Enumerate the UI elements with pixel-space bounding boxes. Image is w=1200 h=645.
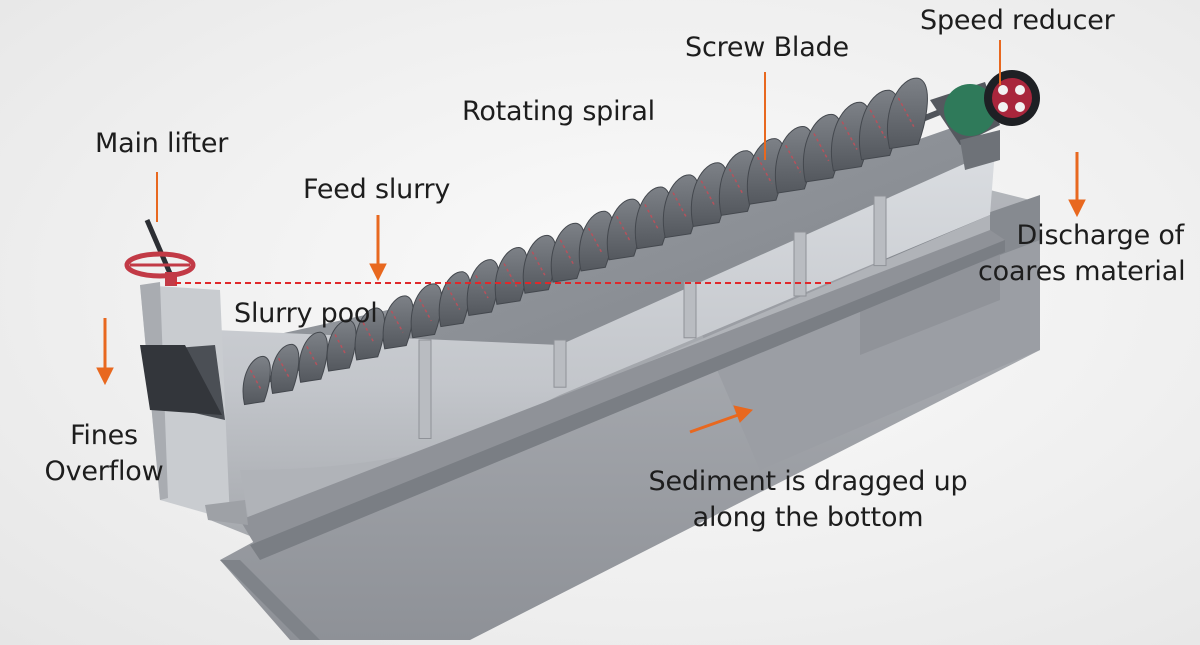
slurry-pool-label: Slurry pool bbox=[234, 298, 378, 329]
blade-edge-detail bbox=[728, 168, 745, 196]
rotating-spiral-label: Rotating spiral bbox=[462, 96, 655, 127]
blade-edge-detail bbox=[278, 357, 291, 379]
blade-edge-detail bbox=[334, 334, 347, 356]
blade-edge-detail bbox=[672, 192, 688, 219]
blade-edge-detail bbox=[644, 204, 660, 230]
sediment-arrow bbox=[689, 405, 753, 434]
flow-arrows bbox=[96, 152, 1086, 434]
blade-edge-detail bbox=[418, 298, 432, 322]
trough-rib bbox=[793, 231, 807, 297]
blade-edge-detail bbox=[587, 227, 603, 253]
discharge-label: Discharge of coares material bbox=[978, 220, 1186, 287]
feed-slurry-label: Feed slurry bbox=[303, 174, 451, 205]
blade-edge-detail bbox=[531, 251, 546, 276]
screw-blade-label: Screw Blade bbox=[685, 32, 849, 63]
trough-rib bbox=[418, 339, 432, 439]
blade-edge-detail bbox=[447, 286, 461, 310]
speed-reducer-label: Speed reducer bbox=[920, 5, 1115, 36]
speed-reducer-unit bbox=[930, 70, 1040, 170]
blade-edge-detail bbox=[559, 239, 574, 265]
main-lifter-label: Main lifter bbox=[95, 128, 229, 159]
blade-edge-detail bbox=[362, 322, 376, 345]
blade-edge-detail bbox=[841, 121, 858, 150]
blade-edge-detail bbox=[785, 144, 801, 173]
fines-overflow-label: Fines Overflow bbox=[44, 420, 164, 487]
leader-lines bbox=[156, 40, 1001, 222]
blade-edge-detail bbox=[503, 263, 518, 287]
blade-edge-detail bbox=[869, 109, 887, 139]
trough-rib bbox=[553, 339, 567, 388]
blade-edge-detail bbox=[306, 345, 319, 367]
trough-rib bbox=[873, 195, 887, 267]
discharge-arrow bbox=[1068, 152, 1086, 218]
screw-blade bbox=[887, 77, 928, 150]
screw-blades bbox=[242, 77, 947, 406]
blade-edge-detail bbox=[475, 275, 489, 299]
trough-rib bbox=[683, 281, 697, 339]
blade-edge-detail bbox=[616, 215, 631, 242]
main-lifter-wheel bbox=[124, 219, 196, 286]
blade-edge-detail bbox=[249, 369, 262, 390]
blade-edge-detail bbox=[390, 310, 404, 333]
fines-arrow bbox=[96, 318, 114, 386]
blade-edge-detail bbox=[756, 156, 773, 185]
blade-edge-detail bbox=[700, 180, 716, 207]
trough-ribs bbox=[418, 195, 887, 439]
feed-arrow bbox=[369, 215, 387, 282]
feed-box bbox=[140, 282, 248, 525]
sediment-label: Sediment is dragged up along the bottom bbox=[648, 466, 968, 533]
blade-edge-detail bbox=[813, 133, 830, 162]
